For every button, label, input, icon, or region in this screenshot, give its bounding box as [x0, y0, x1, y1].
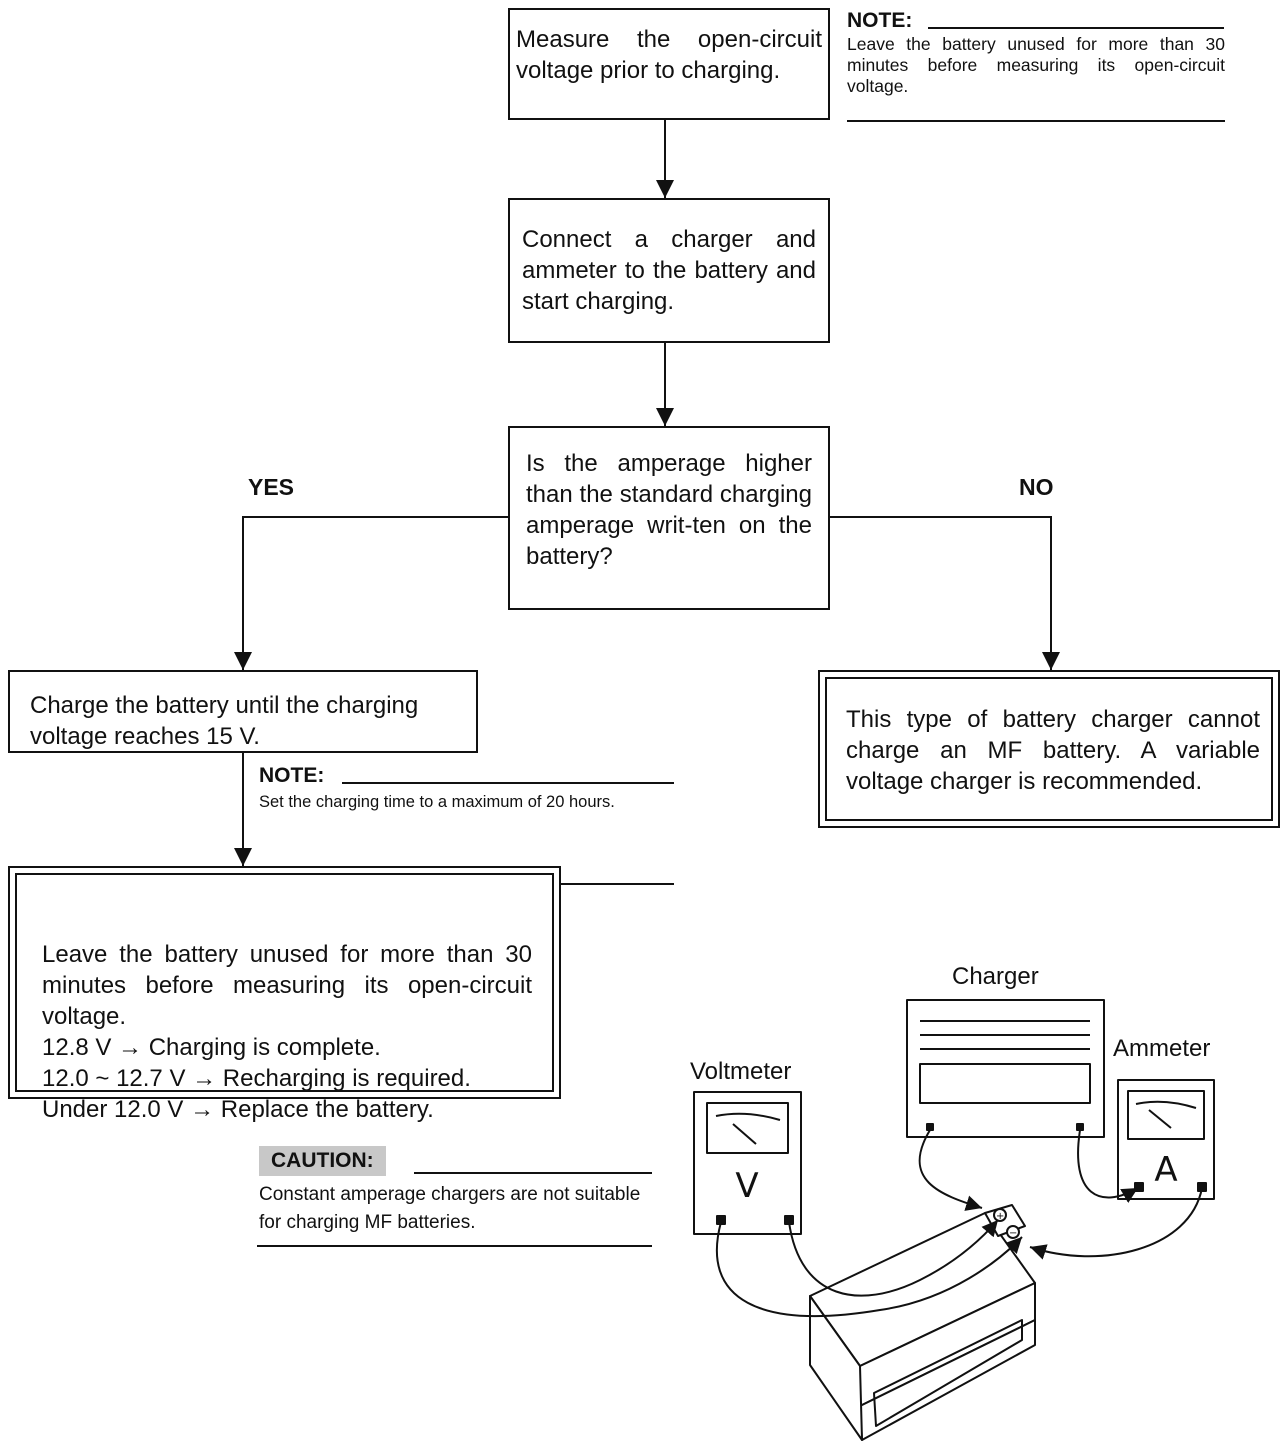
note-top-text: Leave the battery unused for more than 3… — [847, 34, 1225, 96]
battery-device — [809, 1204, 1036, 1441]
ammeter-symbol: A — [1154, 1150, 1177, 1190]
arrow-yes-branch — [234, 516, 508, 670]
no-label: NO — [1019, 474, 1054, 500]
voltmeter-device — [693, 1091, 802, 1235]
final-check-recharge: 12.0 ~ 12.7 V → Recharging is required. — [42, 1065, 471, 1092]
arrow-no-branch — [830, 516, 1060, 670]
note-top-heading: NOTE: — [847, 9, 913, 32]
final-check-intro: Leave the battery unused for more than 3… — [42, 941, 532, 1030]
positive-terminal-mark: + — [996, 1211, 1004, 1222]
note-top-rule-top — [928, 27, 1224, 29]
step-measure-voltage-box: Measure the open-circuit voltage prior t… — [508, 8, 830, 120]
voltmeter-symbol: V — [735, 1166, 758, 1206]
final-check-complete: 12.8 V → Charging is complete. — [42, 1034, 381, 1061]
caution-rule-bottom — [257, 1245, 652, 1247]
voltmeter-pos-wire — [788, 1219, 999, 1297]
final-check-replace: Under 12.0 V → Replace the battery. — [42, 1096, 434, 1123]
charger-to-battery-wire — [918, 1129, 983, 1211]
ammeter-device — [1117, 1079, 1215, 1200]
step-connect-charger-text: Connect a charger and ammeter to the bat… — [522, 226, 816, 315]
note-middle-text: Set the charging time to a maximum of 20… — [259, 793, 615, 811]
charger-device — [906, 999, 1105, 1138]
voltmeter-label: Voltmeter — [690, 1058, 792, 1085]
ammeter-to-battery-wire — [1029, 1187, 1203, 1260]
step-measure-voltage-text: Measure the open-circuit voltage prior t… — [516, 26, 822, 84]
charge-until-15v-text: Charge the battery until the charging vo… — [30, 692, 419, 750]
caution-rule-top — [414, 1172, 652, 1174]
charge-until-15v-box: Charge the battery until the charging vo… — [8, 670, 478, 753]
charger-label: Charger — [952, 963, 1039, 990]
caution-heading: CAUTION: — [259, 1146, 386, 1176]
charger-incompatible-text: This type of battery charger cannot char… — [846, 706, 1260, 795]
negative-terminal-mark: − — [1009, 1228, 1017, 1239]
final-voltage-check-box: Leave the battery unused for more than 3… — [8, 866, 561, 1123]
charger-incompatible-box: This type of battery charger cannot char… — [818, 670, 1280, 828]
caution-text: Constant amperage chargers are not suita… — [259, 1184, 641, 1233]
note-middle-rule-top — [342, 782, 674, 784]
charger-to-ammeter-wire — [1077, 1129, 1139, 1203]
voltmeter-neg-wire — [715, 1221, 1023, 1317]
question-amperage-text: Is the amperage higher than the standard… — [526, 450, 812, 570]
yes-label: YES — [248, 474, 295, 500]
step-connect-charger-box: Connect a charger and ammeter to the bat… — [508, 198, 830, 343]
ammeter-label: Ammeter — [1113, 1035, 1211, 1062]
note-middle-heading: NOTE: — [259, 764, 325, 787]
question-amperage-box: Is the amperage higher than the standard… — [508, 426, 830, 610]
note-top-rule-bottom — [847, 120, 1225, 122]
